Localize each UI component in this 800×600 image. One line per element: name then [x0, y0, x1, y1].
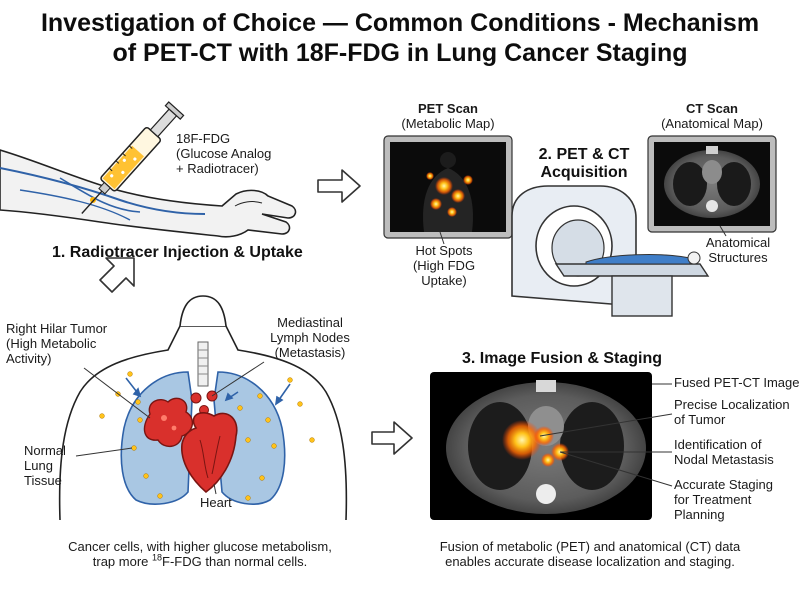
pet-subtitle: (Metabolic Map) [401, 115, 495, 131]
heart [181, 412, 238, 494]
arrow-to-fusion [371, 421, 413, 455]
tumor-line-2: (High Metabolic [6, 335, 97, 351]
title-line-1: Investigation of Choice — Common Conditi… [40, 9, 760, 37]
pet-hotspots [426, 172, 473, 217]
pet-scan-title: PET Scan (Metabolic Map) [384, 101, 512, 132]
ct-scan-title: CT Scan (Anatomical Map) [640, 101, 784, 132]
fusion-caption: Fusion of metabolic (PET) and anatomical… [400, 539, 780, 570]
acquisition-leader-lines [439, 225, 727, 245]
uptake-arrows [125, 377, 291, 406]
hotspots-line-2: (High FDG [412, 257, 476, 273]
step-2-label: 2. PET & CT Acquisition [522, 146, 646, 183]
tracer-desc-2: + Radiotracer) [176, 160, 259, 176]
tumor [143, 397, 193, 447]
ct-subtitle: (Anatomical Map) [661, 115, 763, 131]
heart-label: Heart [200, 495, 232, 510]
lymph-nodes-label: Mediastinal Lymph Nodes (Metastasis) [252, 315, 368, 361]
pet-scan-panel [383, 135, 513, 239]
hotspots-line-1: Hot Spots [415, 243, 473, 258]
arrow-to-acquisition [317, 169, 361, 203]
localization-label: Precise Localization of Tumor [674, 397, 790, 428]
tumor-label: Right Hilar Tumor (High Metabolic Activi… [6, 321, 108, 367]
tracer-desc-1: (Glucose Analog [176, 145, 272, 161]
fused-petct-image [430, 372, 652, 520]
anatomical-label: Anatomical Structures [688, 235, 788, 266]
lung-leader-lines [75, 361, 265, 495]
nodal-line-1: Identification of [674, 437, 762, 452]
uptake-caption: Cancer cells, with higher glucose metabo… [30, 539, 370, 570]
normal-line-3: Tissue [24, 472, 62, 488]
nodes-line-2: Lymph Nodes [270, 329, 350, 345]
normal-line-2: Lung [24, 457, 53, 473]
step-2-line-1: 2. PET & CT [538, 146, 630, 163]
arm-illustration [0, 149, 297, 238]
staging-line-3: Planning [674, 506, 725, 522]
nodal-metastasis-label: Identification of Nodal Metastasis [674, 437, 774, 468]
tracer-name: 18F-FDG [176, 131, 231, 146]
staging-label: Accurate Staging for Treatment Planning [674, 477, 774, 523]
ct-title: CT Scan [685, 101, 738, 116]
hotspots-label: Hot Spots (High FDG Uptake) [396, 243, 492, 289]
anatomical-line-1: Anatomical [705, 235, 771, 250]
anatomical-line-2: Structures [708, 249, 768, 265]
step-2-line-2: Acquisition [540, 164, 628, 182]
arrow-to-uptake [99, 257, 135, 293]
nodal-line-2: Nodal Metastasis [674, 451, 774, 467]
localization-line-1: Precise Localization [674, 397, 790, 412]
localization-line-2: of Tumor [674, 411, 726, 427]
tumor-line-3: Activity) [6, 350, 52, 366]
nodes-line-3: (Metastasis) [274, 344, 346, 360]
fusion-caption-line-2: enables accurate disease localization an… [445, 553, 735, 569]
fused-image-label: Fused PET-CT Image [674, 375, 800, 390]
step-3-label: 3. Image Fusion & Staging [462, 350, 663, 367]
tracer-label: 18F-FDG (Glucose Analog + Radiotracer) [176, 131, 272, 177]
hotspots-line-3: Uptake) [421, 272, 467, 288]
staging-line-2: for Treatment [674, 491, 752, 507]
staging-line-1: Accurate Staging [674, 477, 774, 492]
uptake-caption-line-1: Cancer cells, with higher glucose metabo… [68, 539, 332, 554]
title-line-2: of PET-CT with 18F-FDG in Lung Cancer St… [112, 39, 688, 67]
fusion-caption-line-1: Fusion of metabolic (PET) and anatomical… [439, 539, 741, 554]
fusion-leader-lines [539, 383, 673, 487]
diagram-title: Investigation of Choice — Common Conditi… [10, 8, 790, 68]
nodes-line-1: Mediastinal [277, 315, 343, 330]
step-1-label: 1. Radiotracer Injection & Uptake [52, 244, 303, 261]
trachea [197, 341, 209, 387]
pet-title: PET Scan [418, 101, 478, 116]
pet-ct-scanner [511, 185, 710, 317]
ct-scan-panel [647, 135, 777, 233]
flow-arrows [99, 169, 413, 455]
glucose-particles [99, 371, 315, 501]
uptake-caption-line-2: trap more 18F-FDG than normal cells. [92, 552, 308, 569]
normal-line-1: Normal [24, 443, 66, 458]
vein-lines [0, 167, 206, 215]
tumor-line-1: Right Hilar Tumor [6, 321, 108, 336]
fused-hotspots [502, 420, 569, 467]
normal-lung-label: Normal Lung Tissue [24, 443, 66, 489]
syringe-illustration [81, 101, 185, 214]
